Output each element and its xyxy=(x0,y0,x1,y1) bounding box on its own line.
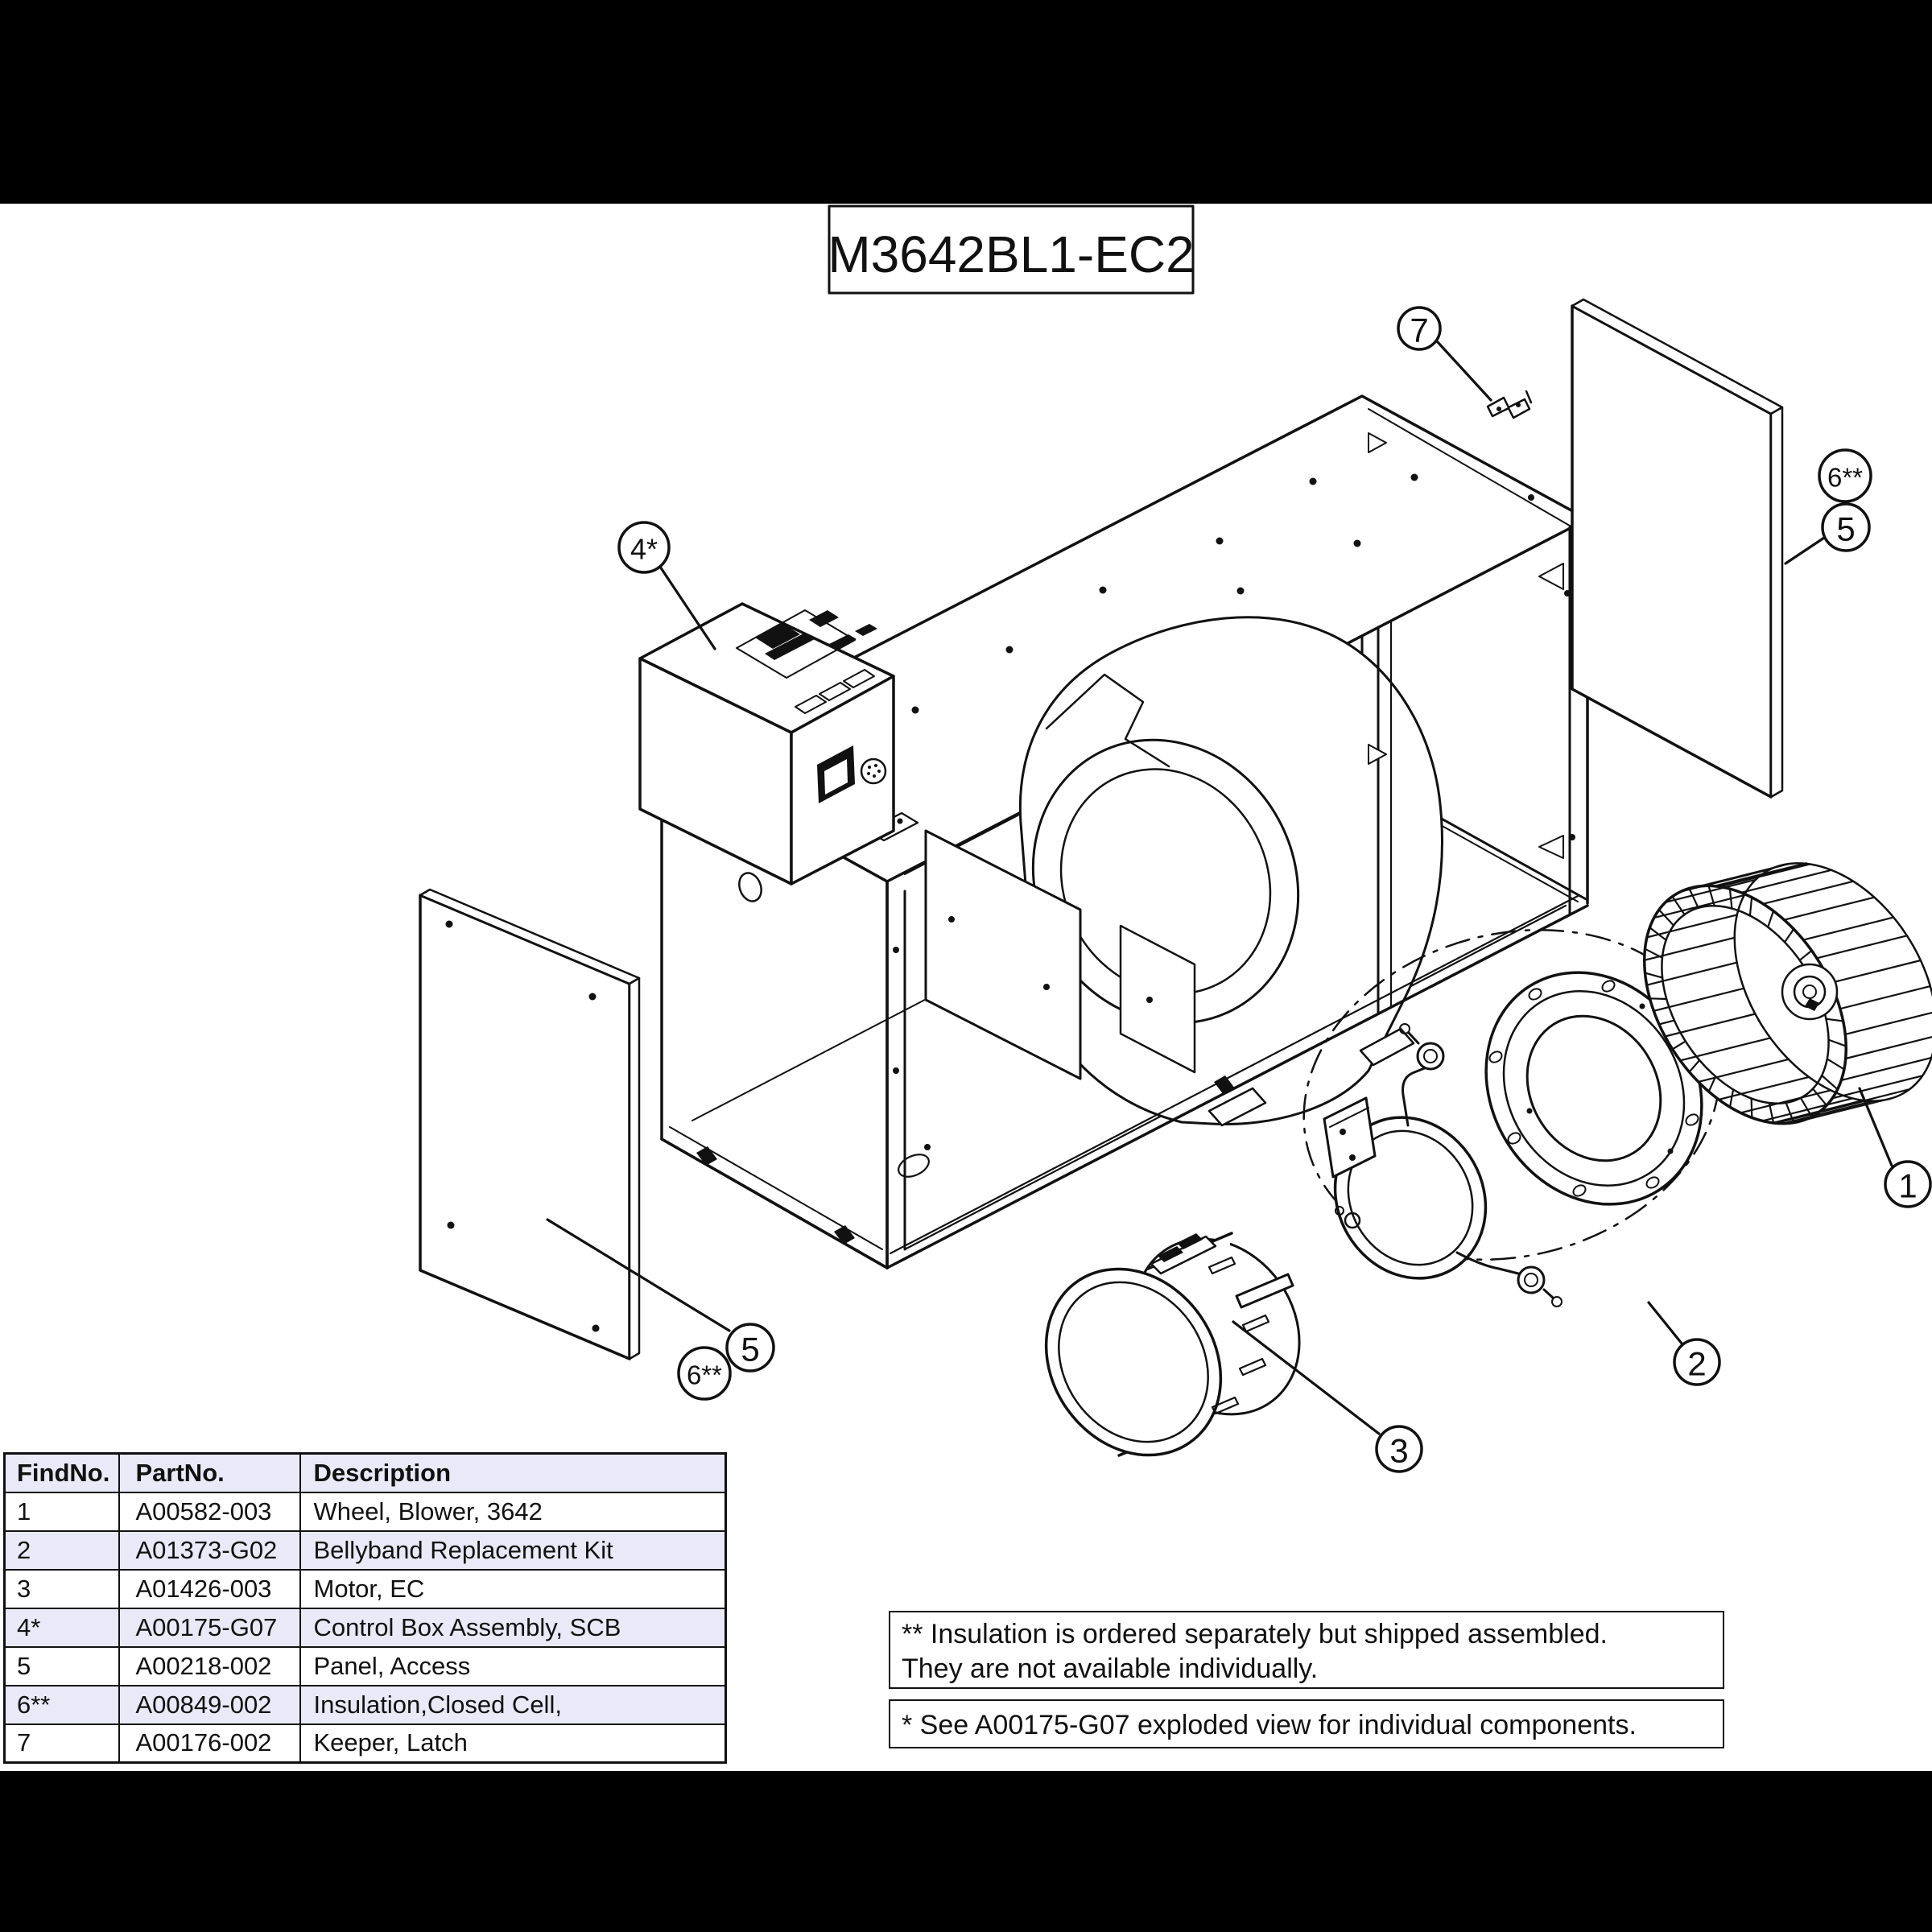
control-box-keys xyxy=(795,624,877,714)
cell-description: Panel, Access xyxy=(299,1645,727,1686)
cell-findno: 6** xyxy=(3,1684,120,1725)
callout-control-box: 4* xyxy=(617,521,671,574)
motor-face xyxy=(1044,1267,1223,1457)
motor-vents xyxy=(1208,1256,1270,1415)
svg-text:5: 5 xyxy=(741,1331,759,1368)
control-box-jack xyxy=(817,745,887,803)
cell-findno: 2 xyxy=(3,1530,120,1571)
parts-table-header-row: FindNo. PartNo. Description xyxy=(3,1452,727,1493)
cell-partno: A00582-003 xyxy=(118,1491,301,1532)
callout-keeper: 7 xyxy=(1397,306,1442,351)
note-insulation: ** Insulation is ordered separately but … xyxy=(889,1611,1724,1689)
blower-wheel xyxy=(1642,862,1932,1125)
note-control-box: * See A00175-G07 exploded view for indiv… xyxy=(889,1699,1724,1748)
svg-text:6**: 6** xyxy=(1827,463,1863,493)
callout-panel-right: 5 xyxy=(1821,502,1871,552)
leader-lines xyxy=(546,341,1893,1435)
table-row: 4* A00175-G07 Control Box Assembly, SCB xyxy=(3,1607,727,1648)
cell-partno: A01373-G02 xyxy=(118,1530,301,1571)
cell-description: Insulation,Closed Cell, xyxy=(299,1684,727,1725)
callout-insulation-right: 6** xyxy=(1818,448,1872,503)
note-control-box-text: * See A00175-G07 exploded view for indiv… xyxy=(902,1710,1637,1740)
cabinet-left-face-hole xyxy=(738,872,762,902)
callout-motor: 3 xyxy=(1375,1425,1423,1473)
cell-description: Bellyband Replacement Kit xyxy=(299,1530,727,1571)
table-row: 5 A00218-002 Panel, Access xyxy=(3,1645,727,1686)
cell-partno: A00175-G07 xyxy=(118,1607,301,1648)
cell-findno: 5 xyxy=(3,1645,120,1686)
svg-text:4*: 4* xyxy=(630,533,658,566)
control-box-connector xyxy=(860,758,887,785)
header-description: Description xyxy=(299,1452,727,1493)
header-findno: FindNo. xyxy=(3,1452,120,1493)
parts-table: FindNo. PartNo. Description 1 A00582-003… xyxy=(3,1452,727,1764)
cell-description: Wheel, Blower, 3642 xyxy=(299,1491,727,1532)
wheel-hub xyxy=(1781,963,1839,1021)
svg-text:5: 5 xyxy=(1836,510,1855,548)
housing-cutoff-notch xyxy=(1045,673,1170,768)
control-box-label xyxy=(736,609,856,679)
svg-text:3: 3 xyxy=(1389,1432,1408,1470)
cell-partno: A00218-002 xyxy=(118,1645,301,1686)
access-panel-left xyxy=(419,888,641,1360)
motor-shaft xyxy=(1235,1273,1294,1309)
cell-description: Motor, EC xyxy=(299,1568,727,1609)
cell-findno: 3 xyxy=(3,1568,120,1609)
cell-findno: 1 xyxy=(3,1491,120,1532)
cell-description: Keeper, Latch xyxy=(299,1723,727,1764)
table-row: 7 A00176-002 Keeper, Latch xyxy=(3,1723,727,1764)
corner-gussets xyxy=(1368,432,1564,859)
bellyband-clamp xyxy=(1323,1023,1563,1307)
table-row: 3 A01426-003 Motor, EC xyxy=(3,1568,727,1609)
svg-text:2: 2 xyxy=(1687,1345,1706,1383)
header-partno: PartNo. xyxy=(118,1452,301,1493)
svg-text:1: 1 xyxy=(1898,1167,1917,1205)
rail-clips xyxy=(696,1075,1235,1245)
motor-terminal xyxy=(1150,1233,1217,1275)
note-insulation-text: ** Insulation is ordered separately but … xyxy=(902,1619,1608,1684)
title-box: M3642BL1-EC2 xyxy=(828,204,1195,295)
cell-description: Control Box Assembly, SCB xyxy=(299,1607,727,1648)
motor xyxy=(1044,1232,1301,1457)
wheel-cage-slats xyxy=(1643,862,1932,1125)
table-row: 6** A00849-002 Insulation,Closed Cell, xyxy=(3,1684,727,1725)
svg-text:6**: 6** xyxy=(687,1360,722,1390)
bellyband-flange xyxy=(1484,971,1703,1206)
bellyband-kit xyxy=(1302,929,1721,1307)
callout-bellyband: 2 xyxy=(1673,1338,1721,1386)
page-title: M3642BL1-EC2 xyxy=(828,225,1194,283)
callout-insulation-left: 6** xyxy=(677,1346,732,1401)
callouts: 6** 5 6** 5 7 4* xyxy=(617,306,1932,1473)
cell-partno: A00176-002 xyxy=(118,1723,301,1764)
keeper-latch-part xyxy=(1486,390,1533,419)
svg-text:7: 7 xyxy=(1410,312,1428,349)
callout-panel-left: 5 xyxy=(725,1323,775,1373)
cell-partno: A01426-003 xyxy=(118,1568,301,1609)
interior-braces xyxy=(924,829,1196,1080)
callout-wheel: 1 xyxy=(1884,1160,1932,1208)
table-row: 2 A01373-G02 Bellyband Replacement Kit xyxy=(3,1530,727,1571)
cell-partno: A00849-002 xyxy=(118,1684,301,1725)
control-box xyxy=(638,602,895,886)
table-row: 1 A00582-003 Wheel, Blower, 3642 xyxy=(3,1491,727,1532)
cell-findno: 7 xyxy=(3,1723,120,1764)
cell-findno: 4* xyxy=(3,1607,120,1648)
access-panel-right xyxy=(1571,298,1784,799)
